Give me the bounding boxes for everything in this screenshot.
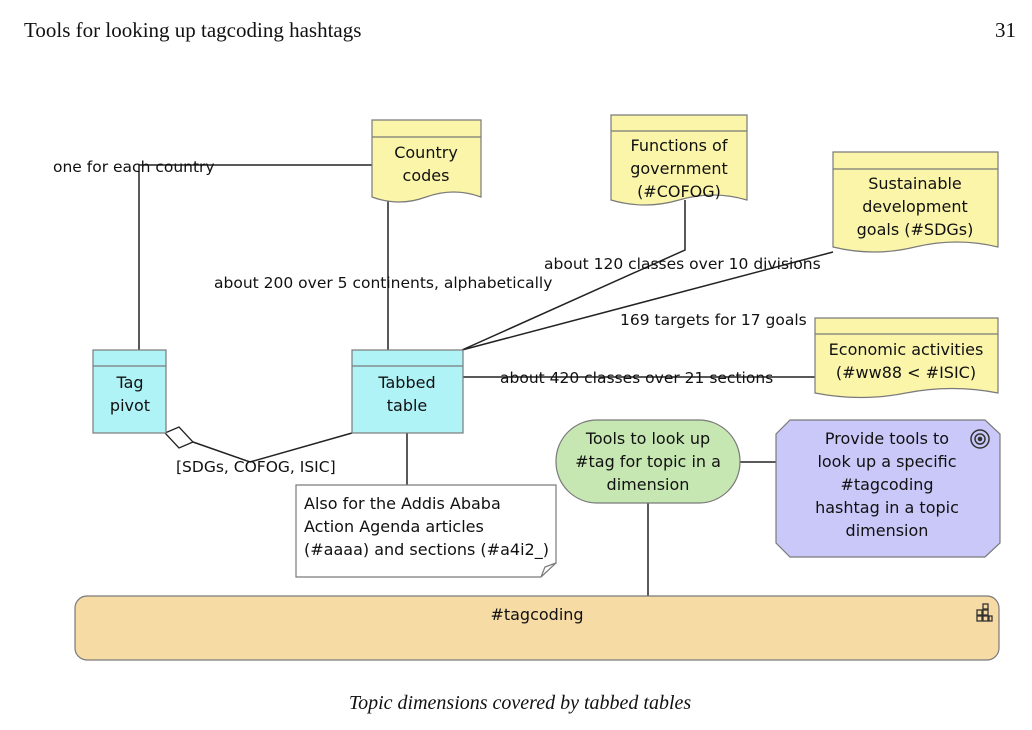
- provide-line-3: #tagcoding: [840, 475, 933, 494]
- provide-line-4: hashtag in a topic: [815, 498, 959, 517]
- connectors: [138, 164, 834, 596]
- sdgs-line-3: goals (#SDGs): [857, 220, 974, 239]
- provide-line-1: Provide tools to: [825, 429, 949, 448]
- label-169-targets: 169 targets for 17 goals: [620, 311, 807, 329]
- node-cofog: Functions of government (#COFOG): [610, 114, 748, 206]
- edge-country-to-pivot: [138, 164, 372, 350]
- page-header: Tools for looking up tagcoding hashtags: [24, 18, 362, 42]
- tag-pivot-line-1: Tag: [115, 373, 143, 392]
- sdgs-line-2: development: [862, 197, 968, 216]
- note-line-3: (#aaaa) and sections (#a4i2_): [304, 540, 549, 560]
- tagcoding-label: #tagcoding: [490, 605, 583, 624]
- tools-line-2: #tag for topic in a: [575, 452, 721, 471]
- edge-aggregation-pivot-table: [192, 432, 353, 463]
- edge-sdgs-to-table: [461, 251, 834, 351]
- edge-labels: one for each country about 200 over 5 co…: [53, 158, 821, 476]
- node-sdgs: Sustainable development goals (#SDGs): [832, 151, 999, 253]
- target-icon: [970, 429, 990, 449]
- node-country-codes: Country codes: [371, 119, 482, 203]
- economic-line-1: Economic activities: [829, 340, 984, 359]
- node-provide-tools: Provide tools to look up a specific #tag…: [775, 419, 1001, 558]
- node-tools-lookup: Tools to look up #tag for topic in a dim…: [555, 419, 741, 504]
- tag-pivot-line-2: pivot: [110, 396, 150, 415]
- node-tabbed-table: Tabbed table: [351, 349, 464, 434]
- node-tag-pivot: Tag pivot: [92, 349, 167, 434]
- node-tagcoding-group: #tagcoding: [74, 595, 1000, 661]
- tabbed-table-line-1: Tabbed: [377, 373, 435, 392]
- label-about-120: about 120 classes over 10 divisions: [544, 255, 821, 273]
- tools-line-3: dimension: [607, 475, 690, 494]
- sdgs-line-1: Sustainable: [868, 174, 962, 193]
- label-one-each-country: one for each country: [53, 158, 215, 176]
- note-line-2: Action Agenda articles: [304, 517, 484, 536]
- economic-line-2: (#ww88 < #ISIC): [836, 363, 976, 382]
- provide-line-2: look up a specific: [817, 452, 956, 471]
- cofog-line-1: Functions of: [631, 136, 728, 155]
- node-note-addis: Also for the Addis Ababa Action Agenda a…: [295, 484, 557, 578]
- node-economic: Economic activities (#ww88 < #ISIC): [814, 317, 999, 399]
- aggregation-diamond: [163, 426, 195, 449]
- cofog-line-2: government: [630, 159, 728, 178]
- cofog-line-3: (#COFOG): [637, 182, 721, 201]
- grouping-icon: [976, 603, 993, 622]
- country-codes-line-2: codes: [403, 166, 450, 185]
- label-about-420: about 420 classes over 21 sections: [500, 369, 773, 387]
- provide-line-5: dimension: [846, 521, 929, 540]
- label-aggregation: [SDGs, COFOG, ISIC]: [176, 458, 336, 476]
- page-number: 31: [995, 18, 1016, 42]
- country-codes-line-1: Country: [394, 143, 458, 162]
- tabbed-table-line-2: table: [387, 396, 428, 415]
- figure-caption: Topic dimensions covered by tabbed table…: [348, 692, 692, 714]
- tools-line-1: Tools to look up: [585, 429, 710, 448]
- label-about-200: about 200 over 5 continents, alphabetica…: [214, 274, 552, 292]
- edge-cofog-to-table: [461, 200, 686, 351]
- note-line-1: Also for the Addis Ababa: [304, 494, 501, 513]
